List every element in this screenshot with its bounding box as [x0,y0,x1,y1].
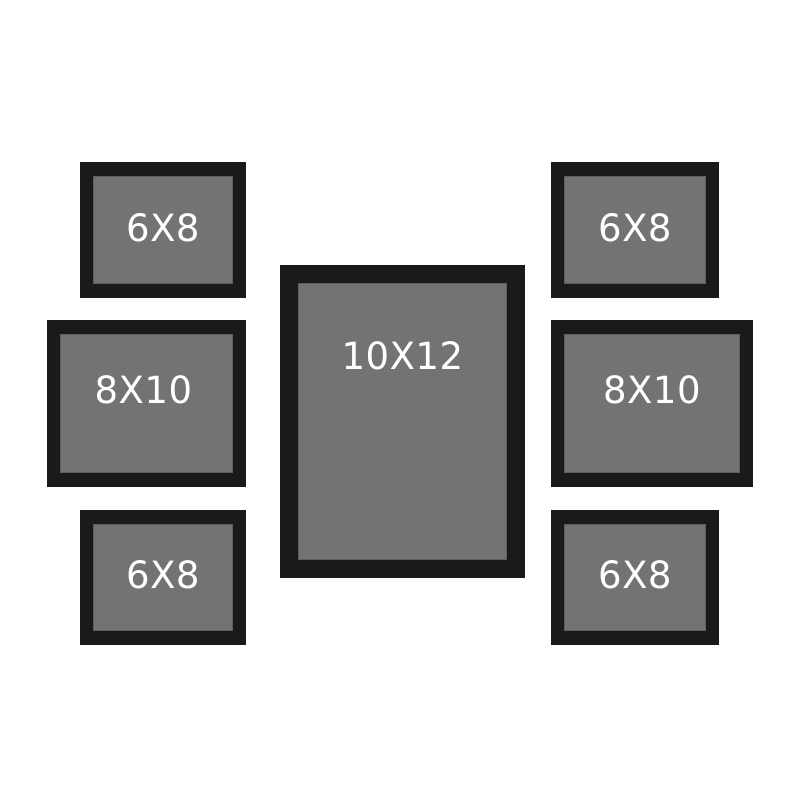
frame-opening: 6X8 [93,176,233,284]
frame-size-label: 10X12 [341,335,464,378]
picture-frame-middle-left: 8X10 [47,320,246,487]
frame-opening: 6X8 [564,524,706,631]
picture-frame-top-left: 6X8 [80,162,246,298]
frame-opening: 8X10 [60,334,233,473]
frame-size-label: 8X10 [603,369,701,412]
frame-size-label: 6X8 [598,207,672,250]
picture-frame-bottom-left: 6X8 [80,510,246,645]
frame-size-label: 6X8 [126,207,200,250]
frame-opening: 8X10 [564,334,740,473]
frame-opening: 6X8 [93,524,233,631]
frame-size-label: 6X8 [598,554,672,597]
picture-frame-center: 10X12 [280,265,525,578]
frame-size-label: 8X10 [94,369,193,412]
frame-opening: 6X8 [564,176,706,284]
picture-frame-top-right: 6X8 [551,162,719,298]
picture-frame-bottom-right: 6X8 [551,510,719,645]
frame-opening: 10X12 [298,283,507,560]
picture-frame-middle-right: 8X10 [551,320,753,487]
frame-size-label: 6X8 [126,554,200,597]
